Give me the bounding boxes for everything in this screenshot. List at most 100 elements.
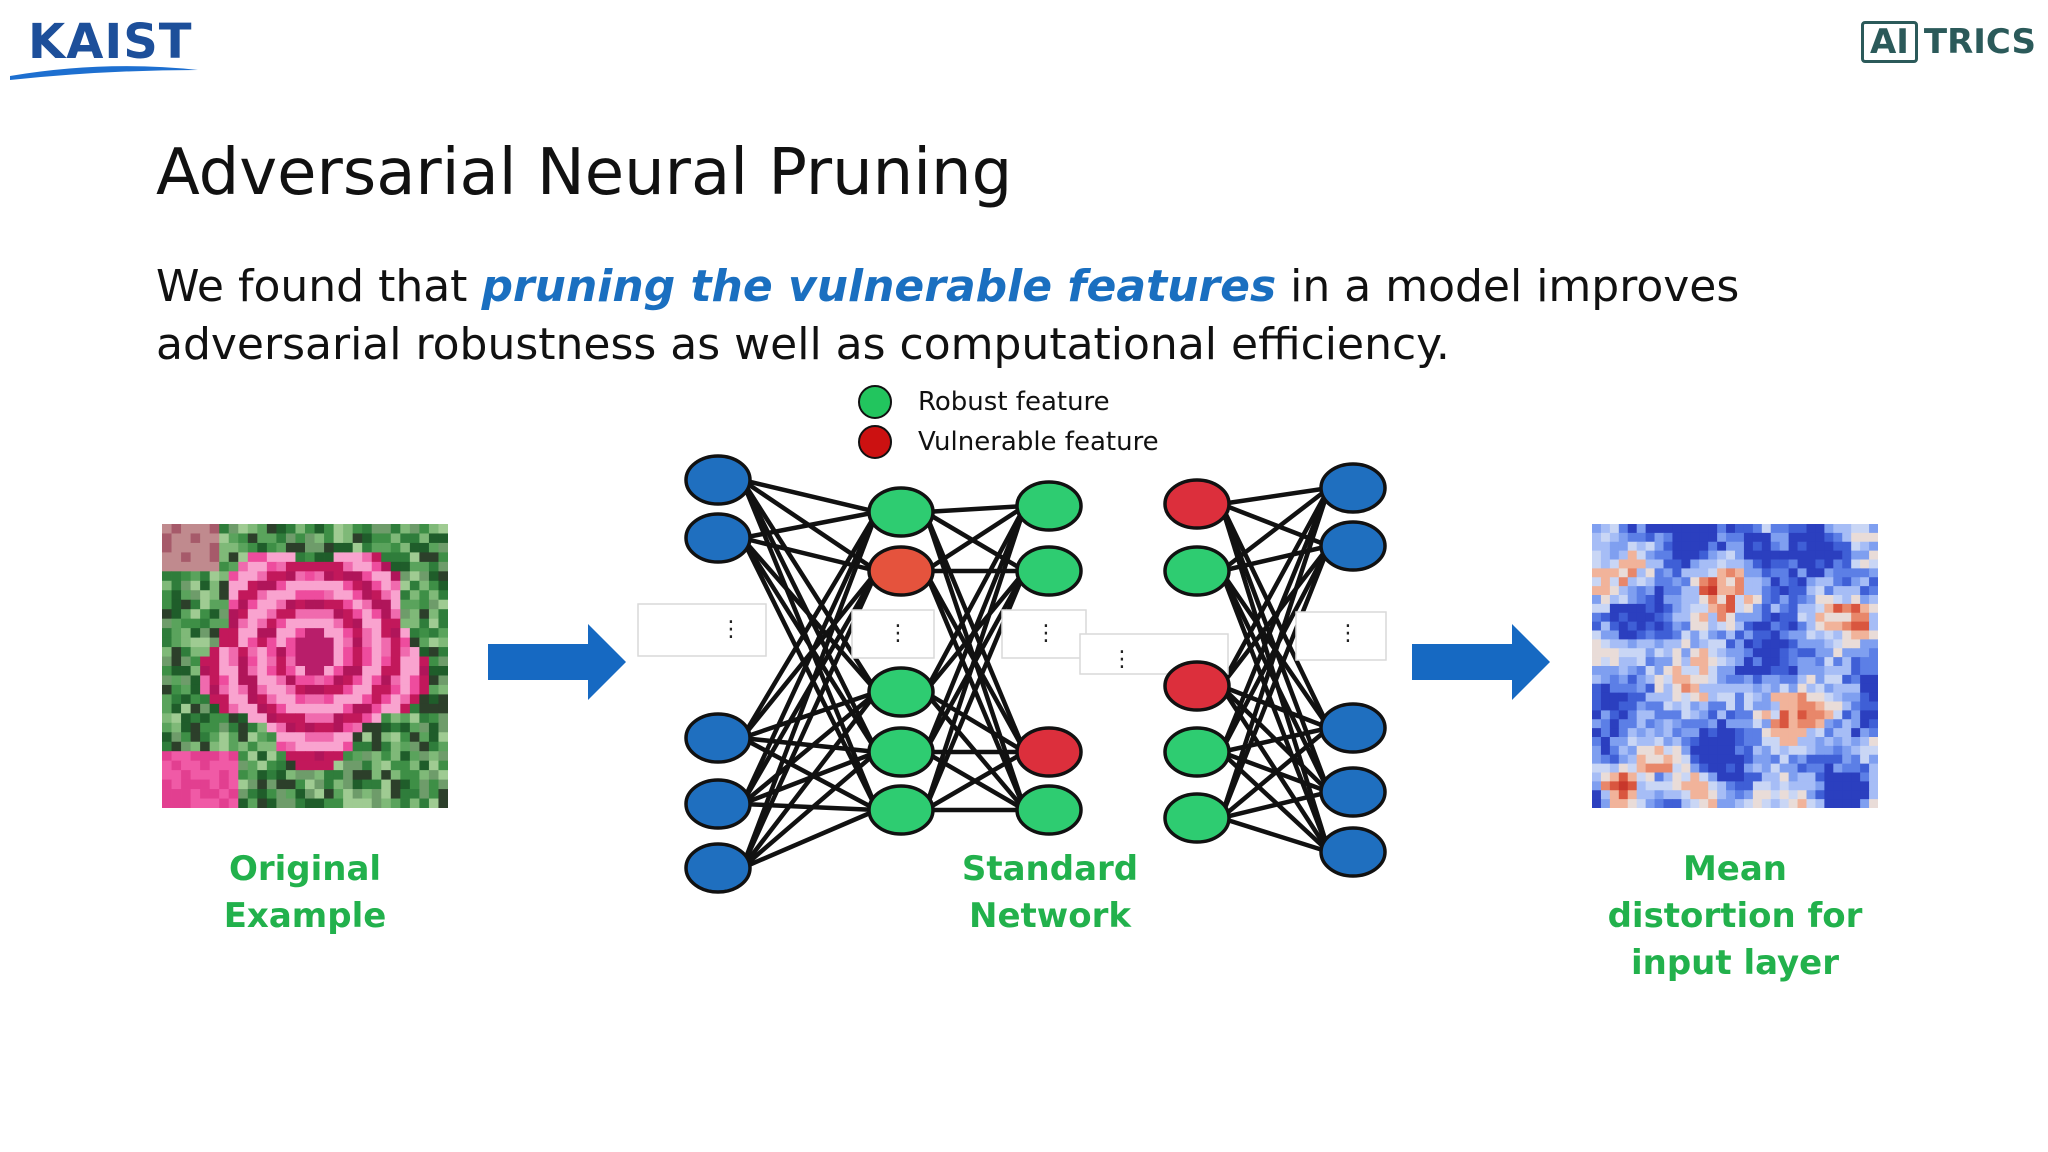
heatmap-pixel (1708, 559, 1718, 569)
rose-pixel (257, 561, 268, 572)
heatmap-pixel (1609, 683, 1620, 694)
rose-pixel (371, 561, 382, 572)
heatmap-pixel (1788, 692, 1798, 702)
rose-pixel (219, 628, 230, 638)
rose-pixel (333, 694, 344, 705)
rose-pixel (257, 656, 268, 667)
rose-pixel (371, 647, 382, 657)
rose-pixel (352, 580, 363, 591)
heatmap-pixel (1860, 577, 1870, 587)
rose-pixel (228, 770, 239, 780)
rose-pixel (219, 618, 230, 629)
heatmap-pixel (1717, 674, 1727, 685)
heatmap-pixel (1672, 790, 1682, 800)
rose-pixel (181, 751, 191, 762)
heatmap-pixel (1824, 737, 1834, 747)
heatmap-pixel (1681, 657, 1691, 667)
heatmap-pixel (1636, 568, 1647, 578)
heatmap-pixel (1788, 728, 1798, 738)
rose-pixel (200, 722, 211, 733)
heatmap-pixel (1654, 728, 1664, 738)
rose-pixel (209, 533, 220, 544)
rose-pixel (390, 741, 401, 752)
rose-pixel (285, 770, 296, 780)
rose-pixel (181, 694, 191, 705)
rose-pixel (200, 656, 211, 667)
heatmap-pixel (1869, 648, 1878, 658)
heatmap-pixel (1600, 550, 1611, 560)
rose-pixel (209, 580, 220, 591)
heatmap-pixel (1770, 577, 1781, 587)
heatmap-pixel (1797, 648, 1807, 658)
rose-pixel (419, 571, 430, 582)
rose-pixel (428, 684, 439, 695)
heatmap-pixel (1600, 692, 1611, 702)
rose-pixel (219, 732, 230, 743)
rose-pixel (381, 628, 392, 638)
rose-pixel (419, 599, 430, 610)
heatmap-pixel (1788, 701, 1798, 711)
rose-pixel (266, 561, 277, 572)
rose-pixel (381, 770, 392, 780)
rose-pixel (219, 666, 230, 676)
heatmap-pixel (1770, 737, 1781, 747)
heatmap-pixel (1743, 568, 1754, 578)
rose-pixel (428, 751, 439, 762)
rose-pixel (333, 741, 344, 752)
rose-pixel (219, 741, 230, 752)
heatmap-pixel (1681, 781, 1691, 791)
heatmap-pixel (1726, 719, 1736, 729)
heatmap-pixel (1842, 550, 1852, 560)
rose-pixel (352, 694, 363, 705)
heatmap-pixel (1824, 710, 1834, 720)
heatmap-pixel (1752, 532, 1763, 543)
rose-pixel (400, 571, 411, 582)
rose-pixel (295, 675, 306, 686)
rose-pixel (390, 751, 401, 762)
rose-pixel (428, 732, 439, 743)
heatmap-pixel (1735, 728, 1745, 738)
heatmap-pixel (1672, 737, 1682, 747)
heatmap-pixel (1717, 799, 1727, 808)
heatmap-pixel (1592, 630, 1602, 640)
rose-pixel (295, 524, 306, 534)
heatmap-pixel (1752, 666, 1763, 676)
heatmap-pixel (1627, 524, 1638, 534)
rose-pixel (228, 599, 239, 610)
heatmap-pixel (1645, 745, 1655, 756)
heatmap-pixel (1717, 595, 1727, 605)
rose-pixel (409, 647, 420, 657)
heatmap-pixel (1690, 674, 1700, 685)
rose-pixel (181, 561, 191, 572)
heatmap-pixel (1663, 630, 1673, 640)
rose-pixel (171, 713, 182, 724)
rose-pixel (276, 542, 287, 553)
rose-pixel (381, 552, 392, 563)
heatmap-pixel (1842, 541, 1852, 552)
rose-pixel (228, 779, 239, 790)
rose-pixel (171, 722, 182, 733)
heatmap-pixel (1815, 550, 1825, 560)
rose-pixel (409, 524, 420, 534)
heatmap-pixel (1681, 790, 1691, 800)
ellipsis-box (1295, 611, 1387, 661)
rose-pixel (409, 703, 420, 714)
heatmap-pixel (1627, 568, 1638, 578)
heatmap-pixel (1672, 683, 1682, 694)
heatmap-pixel (1717, 701, 1727, 711)
rose-pixel (181, 703, 191, 714)
robust-node (1163, 726, 1231, 778)
heatmap-pixel (1797, 737, 1807, 747)
rose-pixel (181, 732, 191, 743)
rose-pixel (409, 609, 420, 620)
rose-pixel (362, 684, 373, 695)
rose-pixel (428, 637, 439, 648)
legend-item-robust: Robust feature (858, 382, 1159, 422)
rose-pixel (257, 533, 268, 544)
heatmap-pixel (1824, 550, 1834, 560)
rose-pixel (419, 609, 430, 620)
heatmap-pixel (1592, 781, 1602, 791)
rose-pixel (209, 647, 220, 657)
heatmap-pixel (1726, 781, 1736, 791)
heatmap-pixel (1860, 621, 1870, 631)
